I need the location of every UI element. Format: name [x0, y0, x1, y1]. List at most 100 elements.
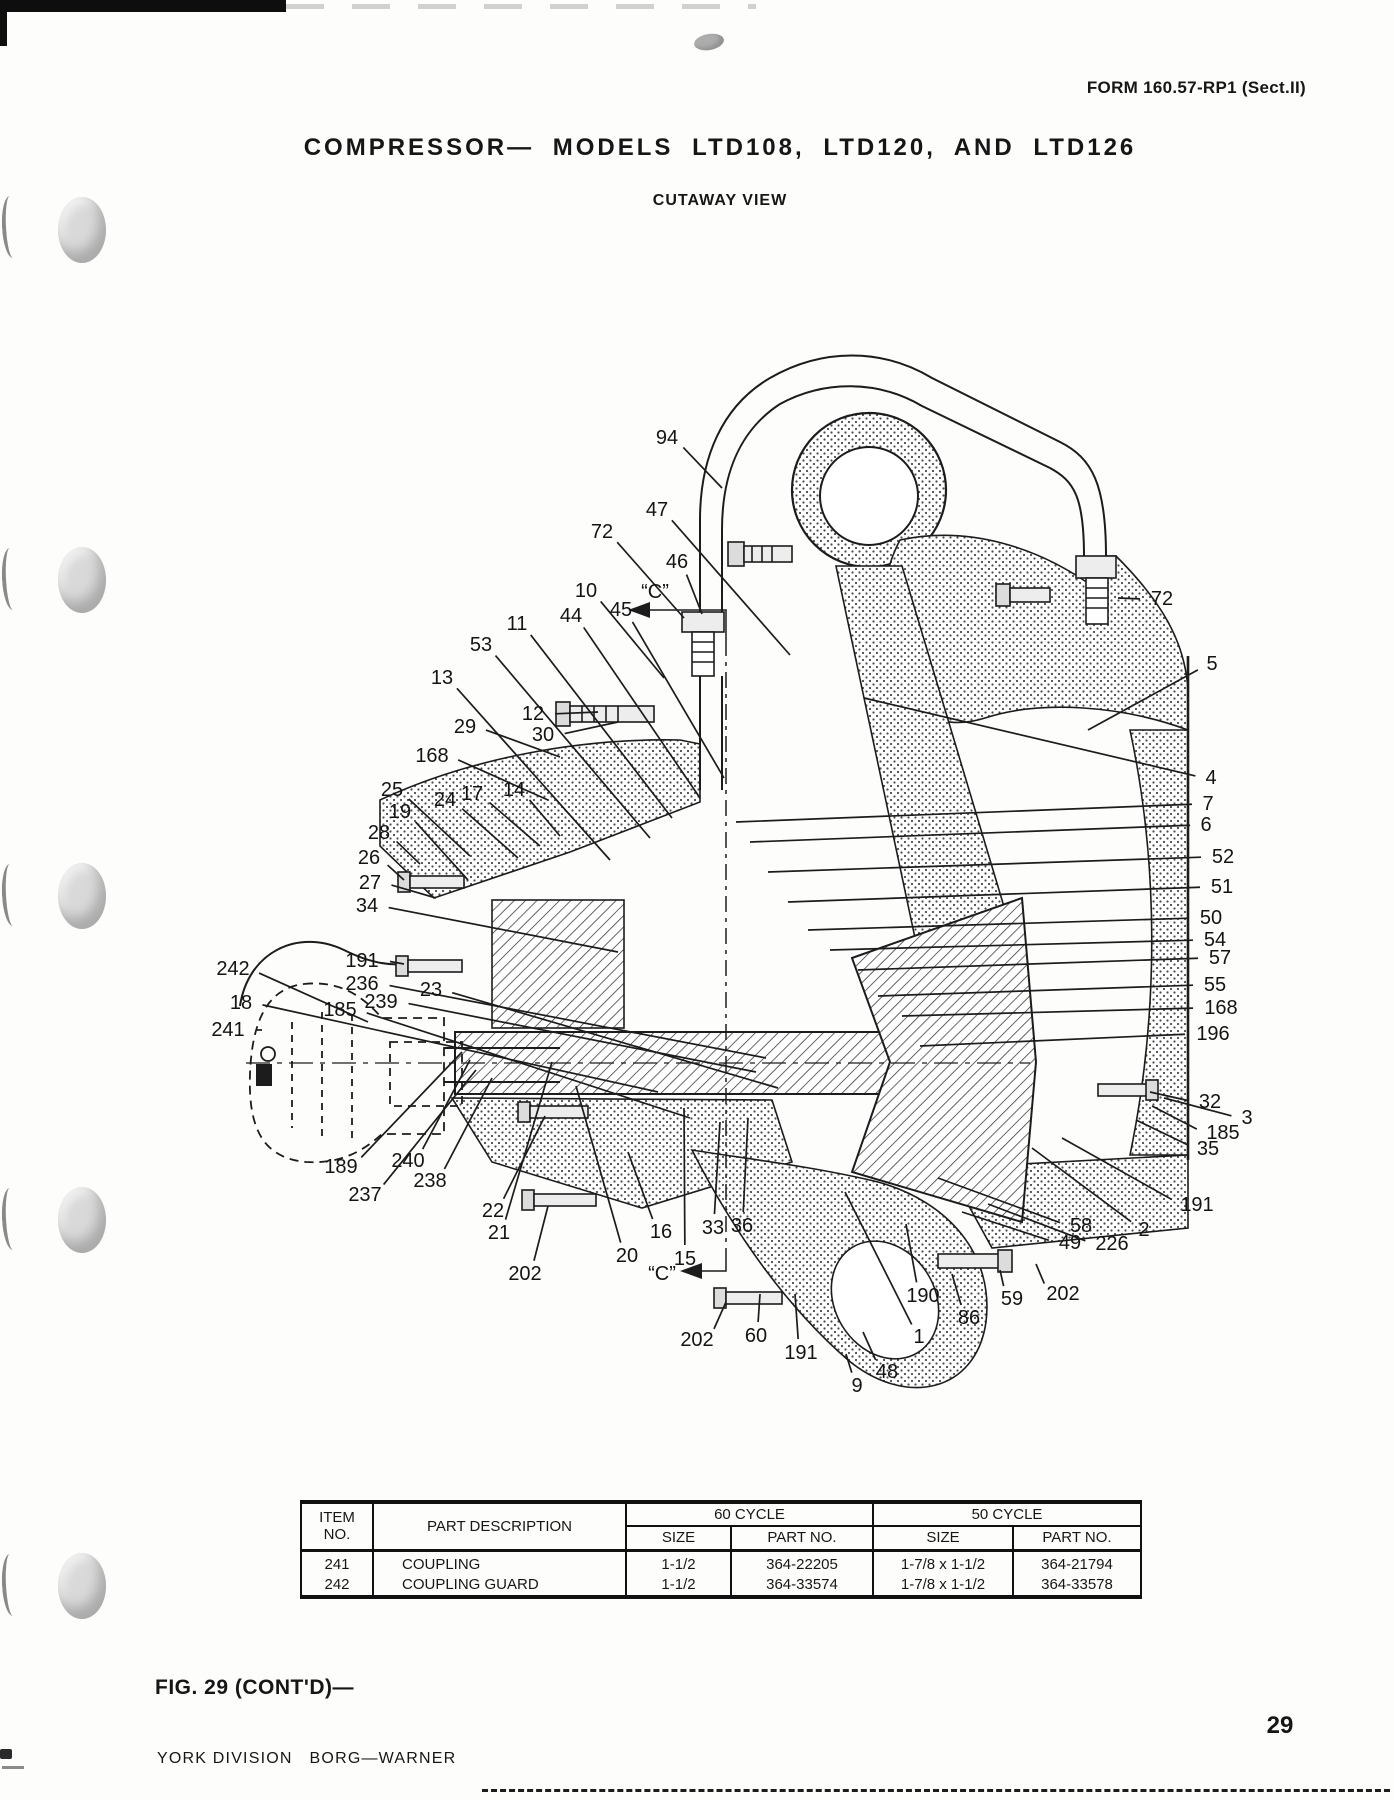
callout-6: 6 — [1200, 814, 1211, 836]
leader-line — [857, 957, 1199, 971]
callout-241: 241 — [211, 1019, 244, 1041]
callout-189: 189 — [324, 1156, 357, 1178]
callout-53: 53 — [470, 634, 492, 656]
callout-94: 94 — [656, 427, 678, 449]
leader-line — [1135, 1119, 1188, 1146]
leader-line — [554, 711, 599, 715]
table-row: 242 COUPLING GUARD 1-1/2 364-33574 1-7/8… — [300, 1573, 1142, 1597]
leader-line — [749, 824, 1191, 843]
callout-45: 45 — [610, 599, 632, 621]
callout-7: 7 — [1202, 793, 1213, 815]
scan-artifact-bottom-line — [482, 1789, 1390, 1792]
callout-23: 23 — [420, 979, 442, 1001]
section-arrow-bottom — [680, 1263, 702, 1279]
callout-55: 55 — [1204, 974, 1226, 996]
bolt — [517, 1101, 589, 1123]
callout-86: 86 — [958, 1307, 980, 1329]
binder-hole — [58, 1553, 106, 1619]
leader-line — [528, 799, 561, 837]
callout-17: 17 — [461, 783, 483, 805]
leader-line — [877, 984, 1194, 997]
callout-168: 168 — [415, 745, 448, 767]
callout-72: 72 — [1151, 588, 1173, 610]
cell-item-no: 242 — [300, 1573, 374, 1597]
leader-line — [1151, 1105, 1198, 1130]
leader-line — [395, 840, 421, 865]
leader-line — [408, 1002, 757, 1073]
callout-44: 44 — [560, 605, 582, 627]
binder-hole — [58, 197, 106, 263]
callout-54: 54 — [1204, 929, 1226, 951]
leader-line — [951, 1273, 962, 1306]
leader-line — [360, 1051, 463, 1158]
scan-artifact-streak — [286, 4, 756, 9]
scan-artifact-bottom-left — [0, 1749, 12, 1759]
bolt — [521, 1189, 597, 1211]
cell-partno-60: 364-22205 — [730, 1548, 874, 1574]
callout-202: 202 — [508, 1263, 541, 1285]
callout-18: 18 — [230, 992, 252, 1014]
volute-dome — [790, 411, 948, 569]
cell-description: COUPLING — [372, 1548, 627, 1574]
callout-48: 48 — [876, 1361, 898, 1383]
col-header-part-description: PART DESCRIPTION — [372, 1502, 627, 1550]
callout-191: 191 — [345, 950, 378, 972]
callout-24: 24 — [434, 789, 456, 811]
callout-10: 10 — [575, 580, 597, 602]
callout-26: 26 — [358, 847, 380, 869]
leader-line — [905, 1223, 918, 1283]
callout-20: 20 — [616, 1245, 638, 1267]
section-line-C — [628, 602, 727, 1279]
cell-size-50: 1-7/8 x 1-1/2 — [872, 1573, 1014, 1597]
leader-line — [494, 654, 651, 839]
pipe-fitting — [681, 611, 725, 677]
callout-168: 168 — [1204, 997, 1237, 1019]
leader-line — [262, 1004, 659, 1093]
leader-line — [1087, 669, 1199, 731]
bolt — [727, 541, 793, 567]
callout-19: 19 — [389, 801, 411, 823]
leader-line — [457, 759, 549, 801]
leader-line — [794, 1293, 800, 1340]
leader-line — [713, 1301, 727, 1330]
coupling-guard-arc — [239, 940, 415, 1007]
callout-57: 57 — [1209, 947, 1231, 969]
callout-22: 22 — [482, 1200, 504, 1222]
leader-line — [1061, 1137, 1173, 1201]
callout-238: 238 — [413, 1170, 446, 1192]
leader-line — [671, 519, 791, 656]
callout-30: 30 — [532, 724, 554, 746]
callout-52: 52 — [1212, 846, 1234, 868]
casing-stipple — [379, 534, 1189, 1389]
footer-publisher: YORK DIVISION BORG—WARNER — [157, 1750, 457, 1767]
cell-description: COUPLING GUARD — [372, 1573, 627, 1597]
callout-50: 50 — [1200, 907, 1222, 929]
callout-CCC: “C” — [641, 581, 669, 603]
callout-25: 25 — [381, 779, 403, 801]
callout-32: 32 — [1199, 1091, 1221, 1113]
cell-partno-50: 364-33578 — [1012, 1573, 1142, 1597]
callout-51: 51 — [1211, 876, 1233, 898]
callout-35: 35 — [1197, 1138, 1219, 1160]
callout-9: 9 — [851, 1375, 862, 1397]
leader-line — [575, 1085, 622, 1243]
callout-190: 190 — [906, 1285, 939, 1307]
leader-line — [504, 1061, 553, 1220]
leader-line — [829, 939, 1194, 951]
binder-hole — [58, 547, 106, 613]
page-number: 29 — [1266, 1712, 1294, 1739]
callout-34: 34 — [356, 895, 378, 917]
callout-58: 58 — [1070, 1215, 1092, 1237]
callout-13: 13 — [431, 667, 453, 689]
leader-line — [414, 821, 469, 881]
leader-line — [1163, 1097, 1232, 1117]
leader-line — [863, 697, 1196, 777]
leader-line — [583, 626, 701, 799]
callout-185: 185 — [1206, 1122, 1239, 1144]
callout-11: 11 — [507, 613, 528, 635]
callout-47: 47 — [646, 499, 668, 521]
bolt — [555, 701, 655, 727]
leader-line — [999, 1269, 1005, 1287]
callout-191: 191 — [784, 1342, 817, 1364]
